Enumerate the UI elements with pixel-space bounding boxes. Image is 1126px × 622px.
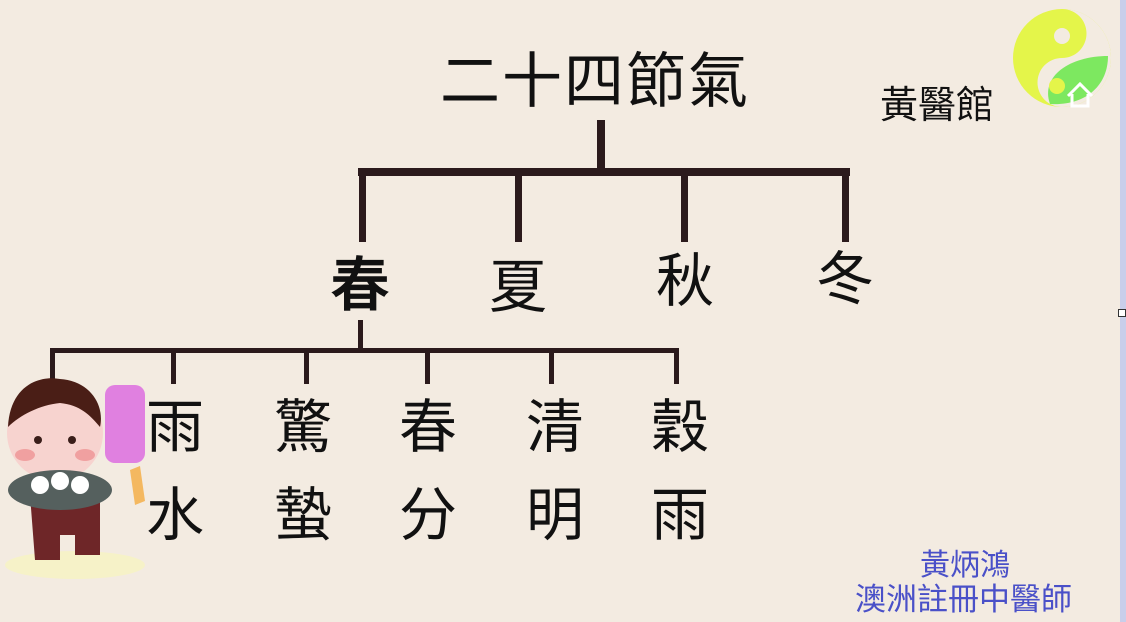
resize-handle[interactable] (1118, 309, 1126, 317)
connector (359, 170, 366, 242)
author-name: 黃炳鴻 (920, 548, 1010, 583)
season-autumn: 秋 (655, 247, 714, 315)
connector (549, 348, 554, 384)
term-chunfen-top: 春 (398, 393, 457, 461)
connector (304, 348, 309, 384)
connector (681, 170, 688, 242)
term-yushui-top: 雨 (145, 393, 204, 461)
connector (425, 348, 430, 384)
term-yushui-bottom: 水 (145, 481, 204, 549)
connector (515, 170, 522, 242)
diagram-title: 二十四節氣 (440, 47, 750, 117)
yin-yang-leaf-logo (1013, 9, 1111, 108)
connector (674, 348, 679, 384)
author-title: 澳洲註冊中醫師 (855, 582, 1072, 618)
connector (171, 348, 176, 384)
season-summer: 夏 (488, 253, 547, 321)
connector (50, 348, 678, 353)
connector (358, 320, 363, 350)
clinic-name: 黃醫館 (880, 83, 995, 127)
term-chunfen-bottom: 分 (398, 481, 457, 549)
connector (358, 168, 850, 176)
cartoon-child-illustration (5, 378, 145, 579)
term-qingming-bottom: 明 (525, 481, 584, 549)
term-jingzhe-top: 驚 (273, 393, 332, 461)
term-jingzhe-bottom: 蟄 (273, 481, 332, 549)
season-winter: 冬 (815, 245, 874, 313)
season-spring: 春 (330, 251, 389, 319)
term-guyu-bottom: 雨 (650, 481, 709, 549)
term-qingming-top: 清 (525, 393, 584, 461)
connector (842, 170, 849, 242)
connector (50, 348, 55, 384)
connector (597, 120, 605, 170)
term-guyu-top: 穀 (650, 393, 709, 461)
